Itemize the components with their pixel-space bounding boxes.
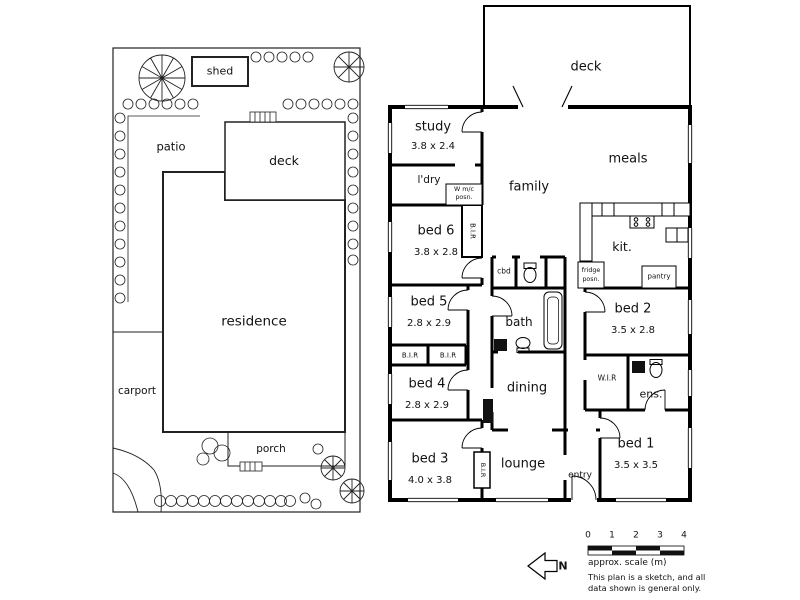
room-label-bed1: bed 1: [617, 436, 655, 452]
scale-tick-2: 2: [633, 530, 639, 541]
fridge-label-2: posn.: [581, 275, 601, 283]
wm-posn-label-1: W m/c: [453, 185, 475, 194]
site-porch-label: porch: [256, 442, 286, 455]
footer-marks: [527, 545, 685, 581]
french-doors: [512, 85, 573, 108]
residence-outline: [162, 171, 346, 433]
bath-vanity-icon: [494, 339, 507, 351]
robe-label-b: B.I.R: [438, 351, 458, 359]
site-patio-label: patio: [156, 139, 186, 154]
scale-caption: approx. scale (m): [588, 558, 667, 568]
window-gaps: [386, 103, 694, 504]
ens-toilet-icon: [649, 362, 663, 378]
porch-outline: [227, 431, 346, 467]
room-label-bed2: bed 2: [614, 301, 652, 317]
site-boundary: [112, 47, 361, 513]
tree-icon: [320, 455, 346, 481]
room-dim-bed2: 3.5 x 2.8: [610, 325, 656, 336]
door-arcs: [447, 111, 666, 501]
room-label-study: study: [414, 119, 452, 135]
garden-bed-line: [127, 115, 200, 302]
fridge-box: [577, 261, 605, 289]
tree-icon: [333, 51, 365, 83]
room-label-meals: meals: [608, 151, 648, 167]
heater-box: [483, 399, 493, 423]
room-dim-bed6: 3.8 x 2.8: [413, 247, 459, 258]
tree-icon: [138, 54, 186, 102]
scale-tick-1: 1: [609, 530, 615, 541]
room-dim-bed5: 2.8 x 2.9: [406, 318, 452, 329]
fridge-label-1: fridge: [580, 266, 602, 275]
site-deck-label: deck: [269, 152, 299, 168]
room-dim-bed1: 3.5 x 3.5: [613, 460, 659, 471]
room-label-kitchen: kit.: [612, 238, 632, 254]
stove-icon: [629, 215, 655, 229]
bathroom-fixtures: [494, 262, 663, 378]
ens-vanity-icon: [632, 361, 645, 373]
site-residence-label: residence: [221, 313, 287, 330]
room-label-lounge: lounge: [500, 456, 546, 472]
room-dim-study: 3.8 x 2.4: [410, 141, 456, 152]
kitchen-bench: [589, 202, 691, 217]
tree-icon: [339, 478, 365, 504]
scale-tick-3: 3: [657, 530, 663, 541]
room-label-bed6: bed 6: [417, 223, 455, 239]
north-arrow-icon: [527, 551, 558, 581]
room-label-family: family: [508, 179, 550, 195]
room-label-deck: deck: [570, 59, 602, 75]
scale-bar: [587, 545, 685, 556]
room-label-bed5: bed 5: [410, 294, 448, 310]
robe-label-bed6: B.I.R: [468, 222, 477, 240]
scale-tick-0: 0: [585, 530, 591, 541]
room-dim-bed4: 2.8 x 2.9: [404, 400, 450, 411]
kitchen-bench-return: [579, 202, 593, 262]
scale-tick-4: 4: [681, 530, 687, 541]
disclaimer-line-2: data shown is general only.: [588, 583, 702, 593]
robe-label-a: B.I.R: [400, 351, 420, 359]
room-label-bath: bath: [505, 315, 533, 329]
floor-plan: [386, 5, 694, 504]
cupboard-label: cbd: [496, 266, 512, 276]
shed-outline: [191, 56, 249, 87]
pantry-label: pantry: [646, 272, 672, 281]
interior-walls: [390, 107, 690, 500]
site-plan: [112, 47, 365, 513]
driveway-curves: [112, 447, 162, 513]
wc-toilet-icon: [523, 267, 537, 283]
deck-outline: [483, 5, 691, 108]
deck-steps: [249, 111, 277, 123]
disclaimer-line-1: This plan is a sketch, and all: [588, 572, 706, 582]
room-label-laundry: l'dry: [417, 173, 441, 186]
room-label-ensuite: ens.: [639, 387, 663, 401]
room-label-dining: dining: [506, 380, 548, 396]
bathtub-icon: [543, 291, 563, 350]
wir-label: W.I.R: [597, 373, 617, 383]
wm-posn-label-2: posn.: [454, 193, 474, 202]
porch-steps: [239, 461, 263, 472]
room-label-bed3: bed 3: [411, 451, 449, 467]
north-label: N: [558, 559, 568, 573]
kitchen-fixtures: [577, 202, 691, 289]
entry-label: entry: [568, 470, 592, 481]
garden-plants: [114, 51, 359, 510]
house-outer-walls: [388, 105, 692, 502]
room-dim-bed3: 4.0 x 3.8: [407, 475, 453, 486]
room-label-bed4: bed 4: [408, 376, 446, 392]
robe-label-bed3: B.I.R: [478, 461, 487, 479]
site-carport-label: carport: [117, 384, 157, 397]
site-deck-outline: [224, 121, 346, 201]
site-shed-label: shed: [206, 64, 234, 78]
window-glazing: [387, 104, 693, 503]
